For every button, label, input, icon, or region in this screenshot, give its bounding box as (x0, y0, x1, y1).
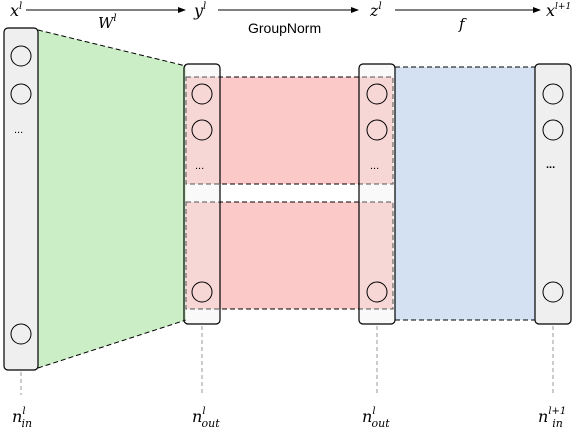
neuron (10, 323, 32, 345)
neuron (542, 281, 564, 303)
ellipsis: ... (370, 160, 379, 172)
neuron (10, 83, 32, 105)
neuron (191, 83, 213, 105)
column-next-input (534, 63, 572, 325)
label-x-l-plus-1: xl+1 (546, 1, 571, 20)
column-input (3, 27, 39, 371)
label-f: f (458, 15, 467, 33)
column-y (183, 63, 221, 325)
label-groupnorm: GroupNorm (248, 20, 321, 36)
ellipsis: ... (14, 124, 23, 136)
neuron (10, 45, 32, 67)
label-y-l: yl (193, 1, 206, 20)
neuron (366, 83, 388, 105)
label-x-l: xl (10, 1, 22, 20)
ellipsis: ... (195, 160, 204, 172)
neuron (191, 281, 213, 303)
neuron (542, 119, 564, 141)
weight-region-bottom-edge (37, 319, 187, 369)
column-z (358, 63, 396, 325)
label-w-l: Wl (98, 13, 117, 32)
weight-region (38, 30, 186, 368)
activation-region (394, 66, 536, 321)
neuron (366, 281, 388, 303)
neuron (191, 119, 213, 141)
label-z-l: zl (369, 1, 382, 20)
weight-region-top-edge (37, 29, 187, 67)
ellipsis: ... (546, 159, 555, 171)
neuron (366, 119, 388, 141)
neuron (542, 83, 564, 105)
